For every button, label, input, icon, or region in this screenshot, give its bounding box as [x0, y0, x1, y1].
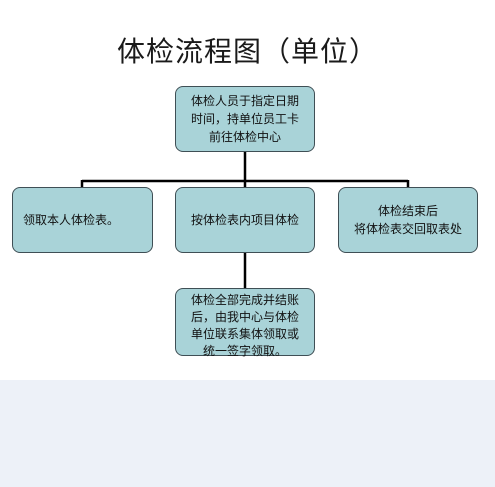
- diagram-title: 体检流程图（单位）: [116, 35, 378, 68]
- node-start: 体检人员于指定日期 时间，持单位员工卡 前往体检中心: [175, 86, 315, 152]
- node-final-settlement: 体检全部完成并结账 后，由我中心与体检 单位联系集体领取或 统一签字领取。: [175, 288, 315, 358]
- bottom-background-band: [0, 380, 495, 487]
- node-return-form: 体检结束后 将体检表交回取表处: [338, 187, 478, 253]
- node-perform-checkup: 按体检表内项目体检: [175, 187, 315, 253]
- node-receive-form: 领取本人体检表。: [12, 187, 153, 253]
